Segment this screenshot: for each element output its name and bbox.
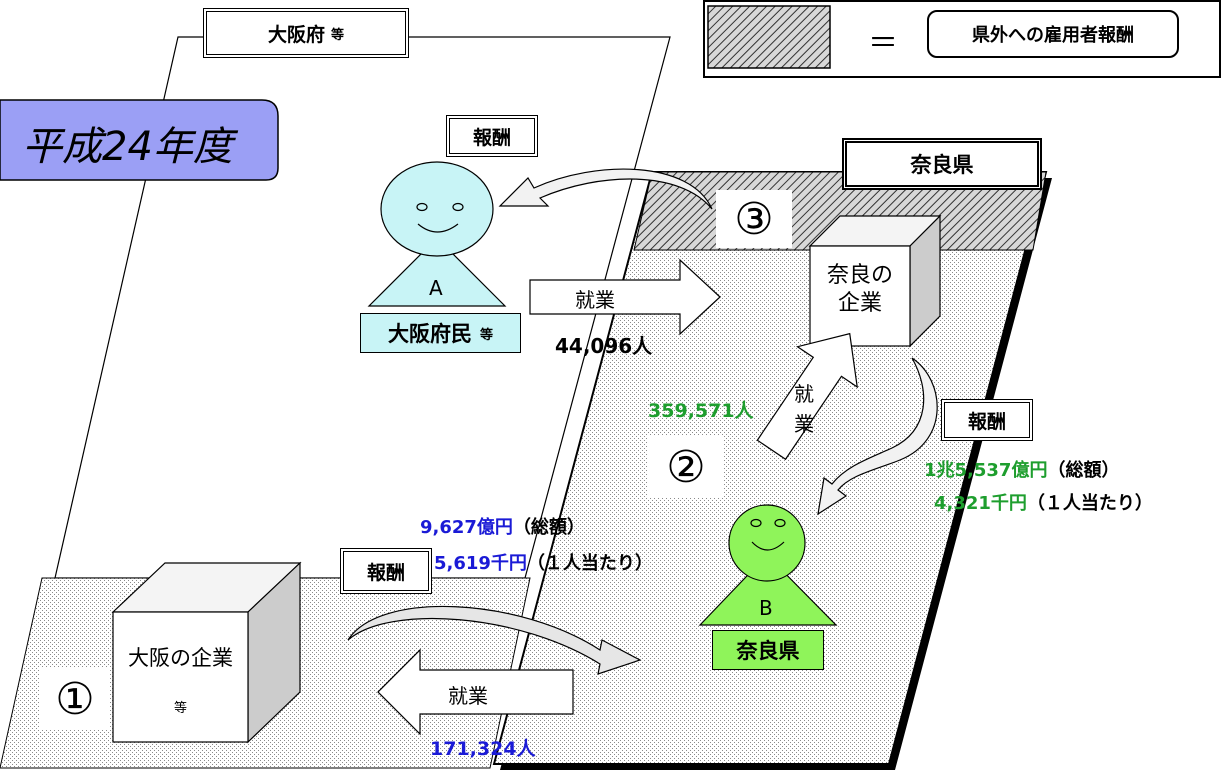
legend-swatch (707, 5, 831, 69)
person-b-body (698, 554, 838, 626)
nara-per-value: 4,321千円 (934, 493, 1027, 514)
flow-osaka-label: 就業 (448, 684, 488, 708)
arrow-a-to-nara (529, 258, 721, 336)
circled-number-2: ② (648, 436, 724, 498)
person-b-label-box: 奈良県 (712, 630, 824, 670)
person-b-head (728, 504, 806, 582)
nara-company-line2: 企業 (837, 291, 882, 316)
nara-title-box: 奈良県 (842, 138, 1042, 190)
reward-arrow-to-a (498, 168, 713, 210)
person-a-eye-left (416, 202, 428, 212)
person-a-body (367, 237, 507, 307)
person-a-letter: A (429, 276, 443, 300)
osaka-company-cube-front (112, 611, 249, 743)
osaka-per-note: （１人当たり） (526, 553, 653, 574)
circled-number-3: ③ (716, 190, 792, 248)
person-b-mouth (751, 541, 785, 551)
flow-b-label-1: 就 (794, 382, 814, 406)
reward-arrow-to-osaka (347, 605, 642, 675)
osaka-total-note: （総額） (512, 517, 585, 538)
flow-a-count: 44,096人 (555, 334, 653, 358)
person-a-label-box: 大阪府民 等 (360, 313, 521, 353)
person-a-eye-right (452, 202, 464, 212)
person-b-eye-left (750, 518, 762, 528)
reward-label-top: 報酬 (446, 115, 538, 157)
fiscal-year-badge (0, 99, 279, 181)
osaka-compensation-total: 9,627億円（総額） (420, 513, 585, 539)
nara-company-label: 奈良の 企業 (810, 262, 910, 318)
nara-total-value: 1兆5,537億円 (924, 460, 1048, 481)
osaka-title-box: 大阪府 等 (203, 8, 409, 58)
flow-a-label: 就業 (575, 288, 615, 312)
osaka-company-suffix: 等 (173, 701, 187, 716)
flow-b-count: 359,571人 (648, 400, 754, 422)
flow-osaka-count: 171,324人 (430, 738, 536, 760)
nara-per-note: （１人当たり） (1026, 493, 1153, 514)
osaka-per-value: 5,619千円 (434, 553, 527, 574)
osaka-total-value: 9,627億円 (420, 517, 513, 538)
legend-box (703, 0, 1221, 78)
person-a-label-suffix: 等 (479, 327, 493, 343)
nara-compensation-total: 1兆5,537億円（総額） (924, 456, 1119, 482)
arrow-b-to-osaka (377, 648, 574, 736)
osaka-title-suffix: 等 (331, 27, 345, 43)
reward-label-left: 報酬 (340, 548, 432, 594)
reward-arrow-to-b (817, 357, 938, 516)
person-a-mouth (417, 223, 459, 233)
osaka-compensation-per: 5,619千円（１人当たり） (434, 549, 653, 575)
nara-company-line1: 奈良の (826, 263, 893, 288)
legend-equals: ＝ (868, 26, 898, 61)
legend-label-box: 県外への雇用者報酬 (927, 10, 1179, 58)
reward-label-top-text: 報酬 (472, 126, 511, 149)
flow-b-label-2: 業 (794, 412, 814, 436)
osaka-company-label: 大阪の企業 (128, 646, 233, 670)
fiscal-year-label: 平成24年度 (22, 124, 233, 170)
person-b-eye-right (774, 518, 786, 528)
arrow-b-to-company (756, 332, 858, 461)
nara-company-cube-front (809, 245, 911, 347)
reward-label-right-text: 報酬 (967, 410, 1006, 433)
nara-title: 奈良県 (910, 153, 974, 177)
circled-number-1: ① (40, 668, 110, 730)
nara-compensation-per: 4,321千円（１人当たり） (934, 489, 1153, 515)
nara-total-note: （総額） (1047, 460, 1120, 481)
reward-label-left-text: 報酬 (366, 561, 405, 584)
person-a-head (380, 161, 494, 257)
reward-label-right: 報酬 (941, 399, 1033, 441)
legend-label: 県外への雇用者報酬 (972, 25, 1134, 46)
osaka-title: 大阪府 (267, 23, 325, 46)
person-b-letter: B (759, 596, 773, 620)
person-a-label: 大阪府民 (387, 322, 472, 346)
person-b-label: 奈良県 (736, 639, 800, 663)
